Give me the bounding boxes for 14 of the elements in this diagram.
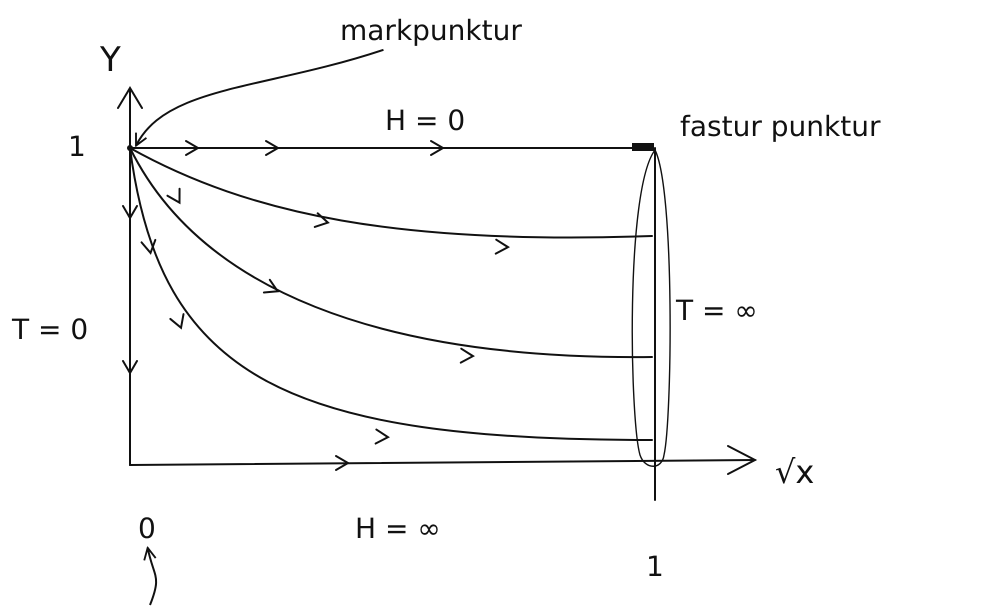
boundary-label: H = ∞ [355, 514, 441, 545]
leader-arrow [144, 546, 158, 606]
corner-point [127, 145, 133, 151]
boundary-label: H = 0 [385, 106, 466, 137]
tick-label: 0 [138, 514, 156, 545]
tick-label: 1 [68, 132, 86, 163]
annotation-text: markpunktur [340, 16, 522, 47]
annotation-text: fastur punktur [680, 112, 880, 143]
leader-arrow [135, 48, 384, 147]
tick-label: 1 [646, 552, 664, 583]
boundary-label: T = 0 [12, 315, 88, 346]
axis-label: Y [100, 42, 121, 80]
boundary-label: T = ∞ [676, 296, 758, 327]
axis-label: √x [775, 455, 814, 490]
